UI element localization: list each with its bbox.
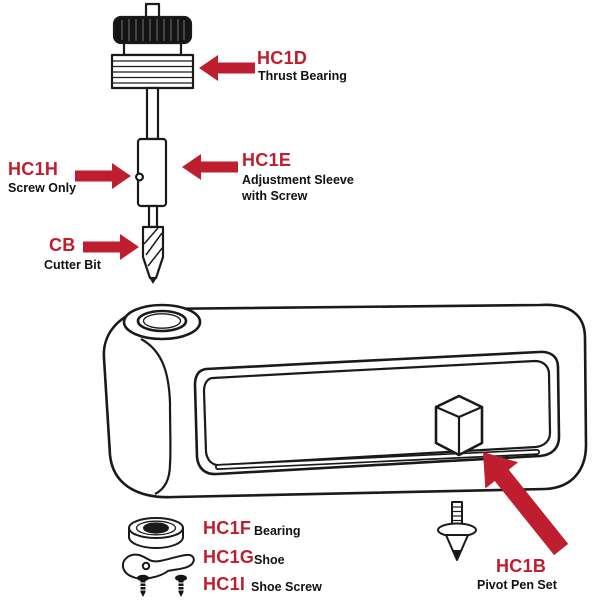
shoe-screw-icon bbox=[137, 574, 187, 597]
sleeve-screw bbox=[135, 172, 145, 182]
lower-shaft bbox=[147, 204, 159, 229]
label-hc1b-desc: Pivot Pen Set bbox=[477, 578, 557, 592]
bearing-icon bbox=[128, 517, 184, 549]
label-hc1i-desc: Shoe Screw bbox=[251, 580, 322, 594]
label-hc1g-desc: Shoe bbox=[254, 553, 285, 567]
shoe-icon bbox=[121, 553, 195, 580]
cutter-assembly bbox=[110, 2, 195, 284]
cb-arrow bbox=[83, 234, 139, 260]
hc1d-arrow bbox=[199, 55, 255, 81]
label-hc1e-desc: Adjustment Sleeve with Screw bbox=[242, 173, 354, 203]
adjustment-sleeve-part bbox=[136, 137, 168, 208]
knurled-knob bbox=[112, 15, 193, 45]
knob-neck bbox=[122, 41, 183, 57]
hc1h-arrow bbox=[75, 163, 131, 189]
hc1b-arrow bbox=[483, 452, 569, 556]
label-hc1h-desc: Screw Only bbox=[8, 181, 77, 195]
hex-pivot-block bbox=[434, 394, 484, 457]
label-hc1h-code: HC1H bbox=[8, 159, 59, 179]
label-hc1b-code: HC1B bbox=[496, 556, 547, 576]
label-hc1f-desc: Bearing bbox=[254, 524, 301, 538]
label-hc1e-code: HC1E bbox=[242, 150, 292, 170]
label-hc1g-code: HC1G bbox=[203, 547, 255, 567]
label-cb-desc: Cutter Bit bbox=[44, 258, 101, 272]
body-illustration bbox=[102, 303, 588, 499]
label-cb-code: CB bbox=[49, 235, 76, 255]
body-window-inner bbox=[202, 359, 552, 467]
pivot-pen-icon bbox=[437, 501, 477, 561]
upper-shaft bbox=[145, 86, 160, 141]
label-hc1d-code: HC1D bbox=[257, 48, 308, 68]
label-hc1f-code: HC1F bbox=[203, 518, 252, 538]
label-hc1i-code: HC1I bbox=[203, 574, 246, 594]
hc1e-arrow bbox=[182, 154, 238, 180]
label-hc1d-desc: Thrust Bearing bbox=[258, 69, 347, 83]
